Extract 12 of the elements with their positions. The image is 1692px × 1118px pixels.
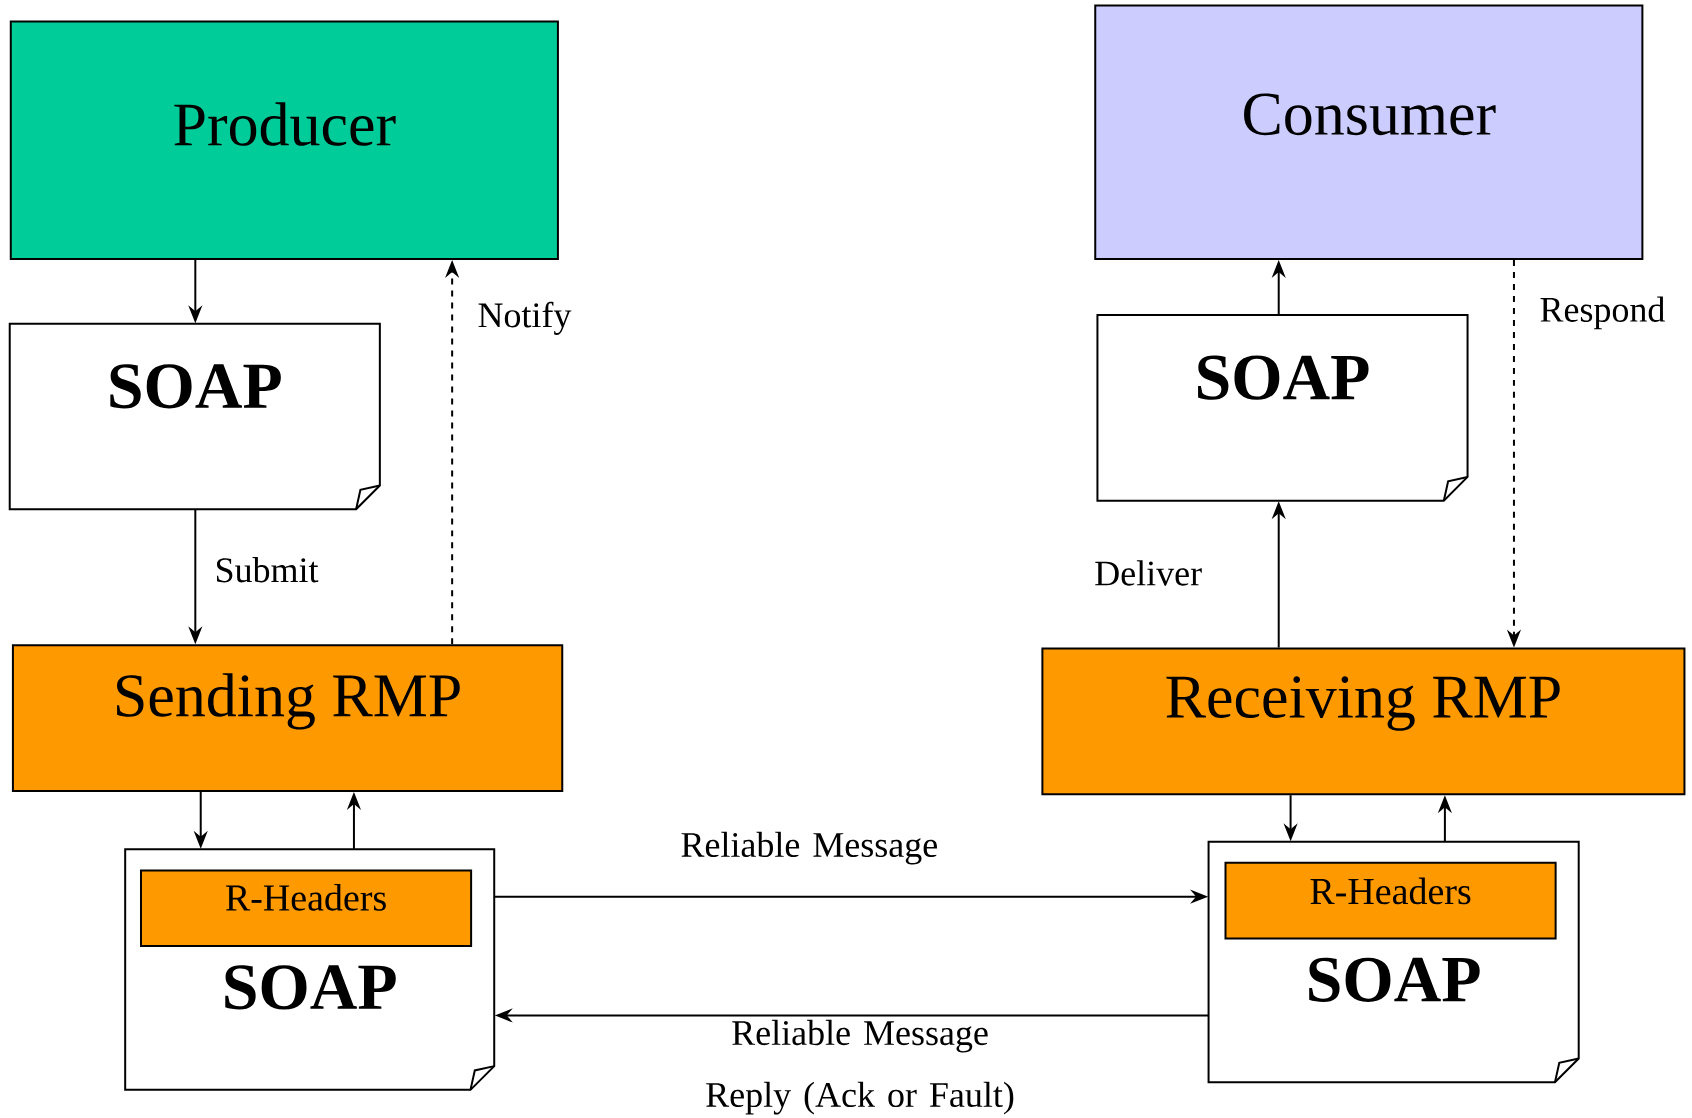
process-box: Receiving RMP <box>1041 647 1686 796</box>
edge-label: Reliable Message Reply (Ack or Fault) <box>706 1019 1014 1115</box>
process-box: Sending RMP <box>11 644 564 792</box>
edge-label: Notify <box>478 301 572 335</box>
edge-label: Respond <box>1540 296 1665 330</box>
process-box: Consumer <box>1094 4 1644 260</box>
edge-label: Reliable Message <box>681 831 937 865</box>
header-box: R-Headers <box>1224 861 1557 940</box>
edge-label: Submit <box>217 557 319 583</box>
edge-label: Deliver <box>1095 560 1202 586</box>
process-box: Producer <box>9 20 559 260</box>
header-box: R-Headers <box>140 869 473 947</box>
